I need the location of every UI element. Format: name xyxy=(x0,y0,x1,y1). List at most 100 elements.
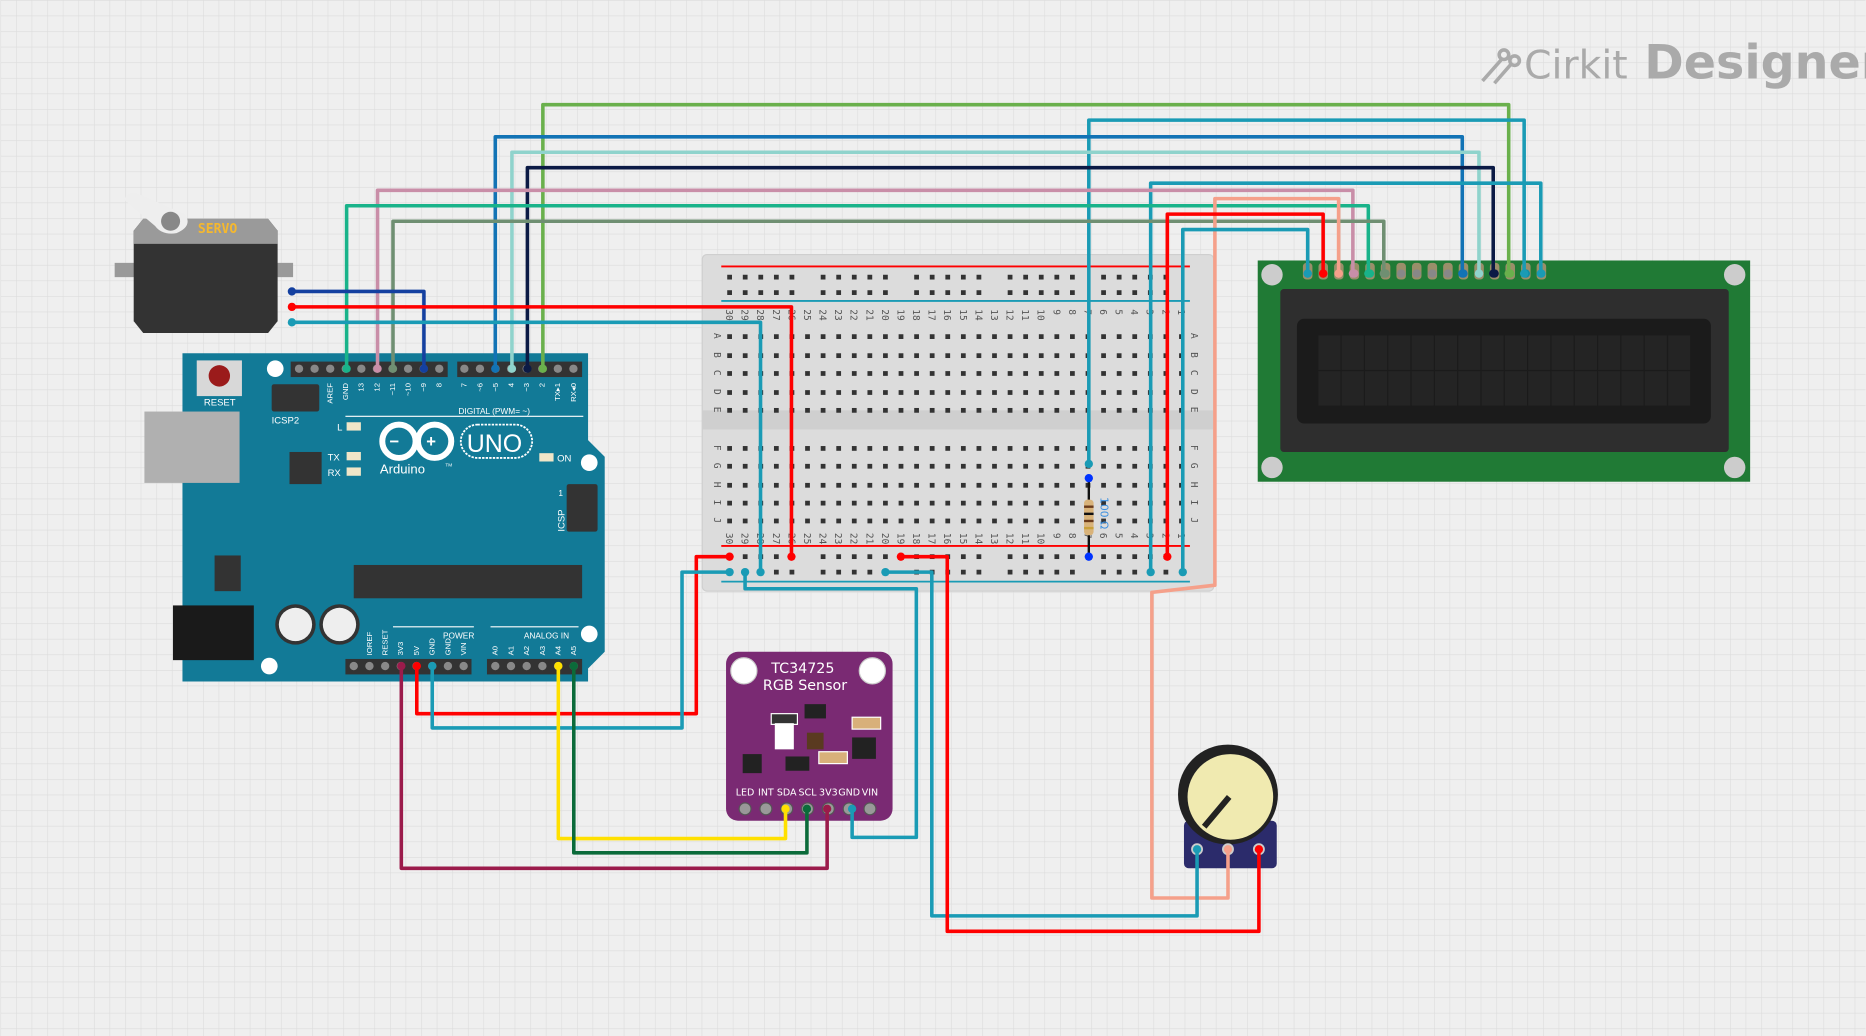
wire-endpoint[interactable] xyxy=(1489,269,1498,278)
header-pin[interactable] xyxy=(357,364,366,373)
wire-lcd2-bb[interactable] xyxy=(1165,212,1325,559)
breadboard-hole[interactable] xyxy=(883,518,888,524)
breadboard-hole[interactable] xyxy=(742,371,748,376)
breadboard-hole[interactable] xyxy=(836,554,842,560)
breadboard-hole[interactable] xyxy=(851,274,857,280)
wire-endpoint[interactable] xyxy=(1536,269,1545,278)
breadboard-hole[interactable] xyxy=(820,500,826,506)
breadboard-hole[interactable] xyxy=(914,390,919,395)
breadboard-hole[interactable] xyxy=(1070,500,1075,506)
breadboard-hole[interactable] xyxy=(851,463,857,469)
breadboard-hole[interactable] xyxy=(1116,554,1122,560)
breadboard-hole[interactable] xyxy=(1007,554,1013,560)
wire-endpoint[interactable] xyxy=(1303,269,1312,278)
breadboard-hole[interactable] xyxy=(820,353,826,359)
breadboard-hole[interactable] xyxy=(992,518,997,524)
breadboard-hole[interactable] xyxy=(1132,290,1138,295)
breadboard-hole[interactable] xyxy=(883,334,888,339)
breadboard-hole[interactable] xyxy=(742,407,748,413)
breadboard-hole[interactable] xyxy=(1132,482,1138,488)
wire-endpoint[interactable] xyxy=(1084,459,1093,469)
breadboard-hole[interactable] xyxy=(883,390,888,395)
breadboard-hole[interactable] xyxy=(742,482,748,488)
breadboard-hole[interactable] xyxy=(976,554,982,560)
breadboard-hole[interactable] xyxy=(742,334,748,339)
breadboard-hole[interactable] xyxy=(1070,371,1075,376)
wire-endpoint[interactable] xyxy=(523,364,532,373)
breadboard-hole[interactable] xyxy=(727,290,732,295)
breadboard-hole[interactable] xyxy=(1116,274,1122,280)
breadboard-hole[interactable] xyxy=(1116,446,1122,451)
breadboard-hole[interactable] xyxy=(727,482,732,488)
breadboard-hole[interactable] xyxy=(1101,390,1106,395)
wire-endpoint[interactable] xyxy=(1458,269,1467,278)
breadboard-hole[interactable] xyxy=(898,500,904,506)
breadboard-hole[interactable] xyxy=(773,274,779,280)
wire-servo-ground[interactable] xyxy=(290,320,763,574)
breadboard-hole[interactable] xyxy=(1101,463,1106,469)
breadboard-hole[interactable] xyxy=(836,334,842,339)
breadboard-hole[interactable] xyxy=(1038,463,1044,469)
breadboard-hole[interactable] xyxy=(1132,463,1138,469)
breadboard-hole[interactable] xyxy=(929,290,935,295)
breadboard-hole[interactable] xyxy=(945,482,951,488)
wire-d12-lcd4[interactable] xyxy=(375,188,1355,371)
breadboard-hole[interactable] xyxy=(851,569,857,575)
breadboard-hole[interactable] xyxy=(1054,390,1060,395)
wire-endpoint[interactable] xyxy=(1223,845,1233,854)
breadboard-hole[interactable] xyxy=(742,274,748,280)
wire-endpoint[interactable] xyxy=(342,364,351,373)
breadboard-hole[interactable] xyxy=(820,554,826,560)
breadboard-hole[interactable] xyxy=(789,274,795,280)
breadboard-hole[interactable] xyxy=(883,371,888,376)
breadboard-hole[interactable] xyxy=(1054,334,1060,339)
breadboard-hole[interactable] xyxy=(1054,569,1060,575)
breadboard-hole[interactable] xyxy=(976,500,982,506)
breadboard-hole[interactable] xyxy=(976,463,982,469)
breadboard-hole[interactable] xyxy=(992,407,997,413)
breadboard-hole[interactable] xyxy=(851,518,857,524)
breadboard-hole[interactable] xyxy=(851,554,857,560)
breadboard-hole[interactable] xyxy=(992,446,997,451)
breadboard-hole[interactable] xyxy=(1054,274,1060,280)
breadboard-hole[interactable] xyxy=(883,463,888,469)
breadboard-hole[interactable] xyxy=(914,500,919,506)
breadboard-hole[interactable] xyxy=(742,463,748,469)
breadboard-hole[interactable] xyxy=(805,353,810,359)
breadboard-hole[interactable] xyxy=(1054,446,1060,451)
breadboard-hole[interactable] xyxy=(898,353,904,359)
breadboard-hole[interactable] xyxy=(960,500,966,506)
breadboard-hole[interactable] xyxy=(1023,334,1029,339)
breadboard-hole[interactable] xyxy=(1054,463,1060,469)
breadboard-hole[interactable] xyxy=(820,390,826,395)
breadboard-hole[interactable] xyxy=(727,407,732,413)
header-pin[interactable] xyxy=(349,661,358,671)
breadboard-hole[interactable] xyxy=(867,518,873,524)
breadboard-hole[interactable] xyxy=(992,482,997,488)
breadboard-hole[interactable] xyxy=(1070,569,1075,575)
breadboard-hole[interactable] xyxy=(929,518,935,524)
breadboard-hole[interactable] xyxy=(914,446,919,451)
breadboard-hole[interactable] xyxy=(929,463,935,469)
breadboard-hole[interactable] xyxy=(1023,371,1029,376)
breadboard-hole[interactable] xyxy=(883,482,888,488)
breadboard-hole[interactable] xyxy=(945,390,951,395)
header-pin[interactable] xyxy=(460,364,469,373)
wire-endpoint[interactable] xyxy=(725,567,734,577)
wire-endpoint[interactable] xyxy=(287,302,297,312)
breadboard-hole[interactable] xyxy=(758,290,764,295)
breadboard-hole[interactable] xyxy=(789,569,795,575)
breadboard-hole[interactable] xyxy=(836,463,842,469)
wire-endpoint[interactable] xyxy=(1364,269,1373,278)
breadboard-hole[interactable] xyxy=(1116,390,1122,395)
breadboard-hole[interactable] xyxy=(820,569,826,575)
breadboard-hole[interactable] xyxy=(867,554,873,560)
breadboard-hole[interactable] xyxy=(867,500,873,506)
header-pin[interactable] xyxy=(506,661,516,671)
breadboard-hole[interactable] xyxy=(789,290,795,295)
breadboard-hole[interactable] xyxy=(898,446,904,451)
wire-3v3-sensor[interactable] xyxy=(399,664,829,871)
breadboard-hole[interactable] xyxy=(960,371,966,376)
breadboard-hole[interactable] xyxy=(1007,482,1013,488)
breadboard-hole[interactable] xyxy=(992,463,997,469)
